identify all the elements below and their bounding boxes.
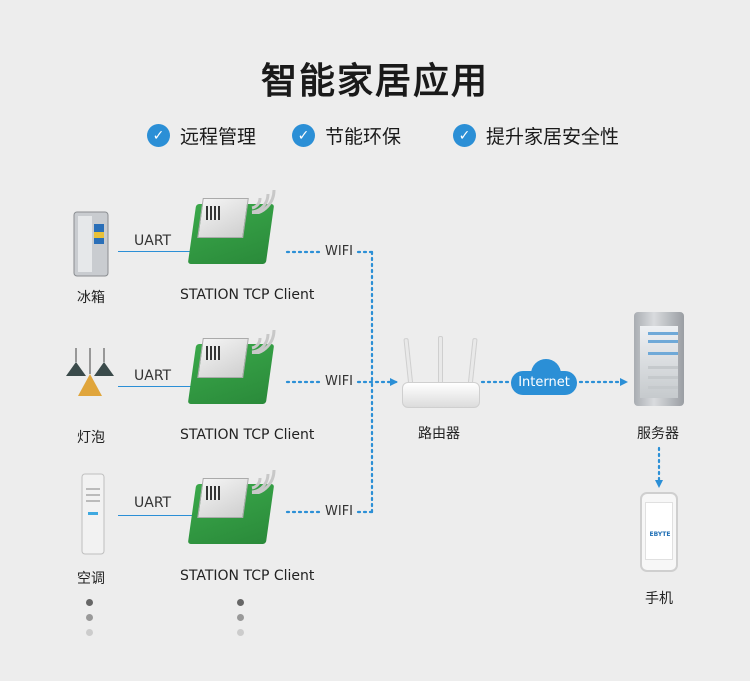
module-label: STATION TCP Client bbox=[180, 287, 315, 303]
uart-line bbox=[118, 386, 196, 387]
phone-brand-logo: EBYTE bbox=[649, 531, 671, 538]
qr-code-icon bbox=[206, 206, 220, 220]
qr-code-icon bbox=[206, 346, 220, 360]
signal-icon bbox=[251, 329, 276, 354]
lamp-icon bbox=[66, 348, 114, 396]
feature-label: 提升家居安全性 bbox=[486, 126, 620, 148]
continuation-dot bbox=[86, 629, 93, 636]
feature-remote: ✓ 远程管理 bbox=[147, 122, 256, 149]
page-title: 智能家居应用 bbox=[260, 61, 489, 102]
uart-label: UART bbox=[134, 495, 172, 511]
signal-icon bbox=[251, 469, 276, 494]
wifi-label: WIFI bbox=[325, 504, 353, 519]
fridge-icon bbox=[73, 211, 109, 277]
check-icon: ✓ bbox=[292, 124, 315, 147]
phone-label: 手机 bbox=[645, 591, 673, 607]
feature-security: ✓ 提升家居安全性 bbox=[453, 122, 619, 149]
continuation-dot bbox=[237, 629, 244, 636]
device-label: 冰箱 bbox=[77, 290, 105, 306]
uart-label: UART bbox=[134, 233, 172, 249]
wifi-module bbox=[187, 478, 275, 546]
server-label: 服务器 bbox=[637, 426, 679, 442]
feature-energy: ✓ 节能环保 bbox=[292, 122, 401, 149]
module-label: STATION TCP Client bbox=[180, 427, 315, 443]
arrow-to-phone bbox=[655, 480, 663, 488]
wifi-module bbox=[187, 338, 275, 406]
router-icon bbox=[402, 336, 480, 410]
air-conditioner-icon bbox=[81, 473, 105, 555]
feature-label: 节能环保 bbox=[325, 126, 402, 148]
phone-icon: EBYTE bbox=[640, 492, 678, 572]
wifi-module bbox=[187, 198, 275, 266]
arrow-to-router bbox=[390, 378, 398, 386]
check-icon: ✓ bbox=[147, 124, 170, 147]
wifi-label: WIFI bbox=[325, 374, 353, 389]
uart-line bbox=[118, 515, 196, 516]
internet-label: Internet bbox=[518, 375, 570, 390]
continuation-dot bbox=[86, 614, 93, 621]
qr-code-icon bbox=[206, 486, 220, 500]
signal-icon bbox=[251, 189, 276, 214]
continuation-dot bbox=[237, 614, 244, 621]
uart-line bbox=[118, 251, 196, 252]
uart-label: UART bbox=[134, 368, 172, 384]
arrow-to-server bbox=[620, 378, 628, 386]
check-icon: ✓ bbox=[453, 124, 476, 147]
device-label: 灯泡 bbox=[77, 430, 105, 446]
device-label: 空调 bbox=[77, 571, 105, 587]
continuation-dot bbox=[237, 599, 244, 606]
feature-label: 远程管理 bbox=[180, 126, 257, 148]
server-icon bbox=[634, 312, 684, 406]
cloud-icon: Internet bbox=[511, 357, 577, 395]
continuation-dot bbox=[86, 599, 93, 606]
router-label: 路由器 bbox=[418, 426, 460, 442]
wifi-label: WIFI bbox=[325, 244, 353, 259]
module-label: STATION TCP Client bbox=[180, 568, 315, 584]
